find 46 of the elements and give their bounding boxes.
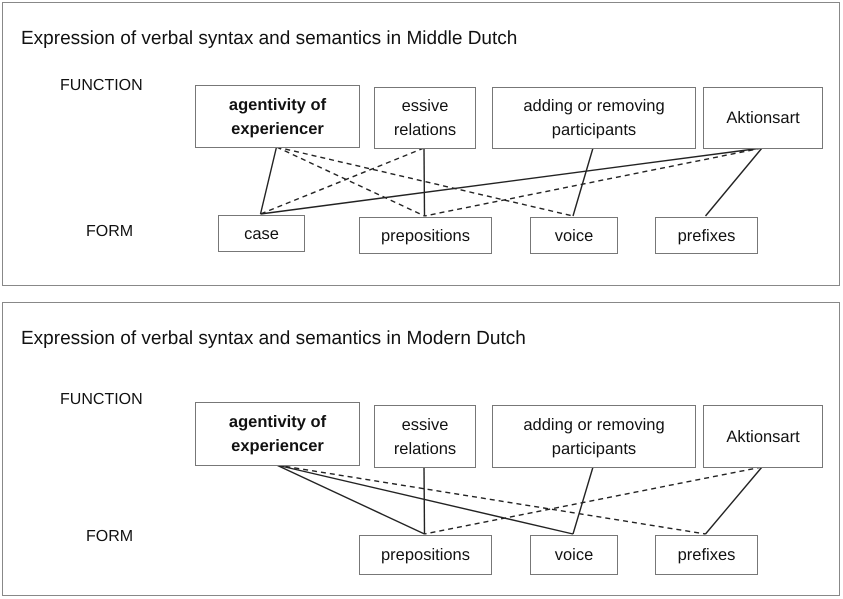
row-label: FUNCTION bbox=[60, 76, 143, 96]
concept-box bbox=[374, 87, 476, 149]
concept-box bbox=[703, 87, 823, 149]
box-text: essive relations bbox=[392, 414, 458, 460]
concept-box bbox=[655, 217, 758, 254]
concept-box bbox=[374, 405, 476, 468]
connector-line bbox=[423, 148, 426, 216]
panel-title: Expression of verbal syntax and semantics in Middle Dutch bbox=[21, 27, 518, 51]
box-text: prepositions bbox=[380, 545, 471, 566]
connector-line bbox=[572, 148, 594, 216]
box-text: voice bbox=[554, 545, 594, 566]
concept-box bbox=[492, 87, 696, 149]
row-label: FUNCTION bbox=[60, 390, 143, 410]
connector-line bbox=[260, 146, 278, 214]
connector-line bbox=[276, 464, 425, 535]
box-text: voice bbox=[554, 226, 594, 246]
connector-line bbox=[704, 148, 763, 216]
connector-line bbox=[704, 466, 763, 534]
box-text: adding or removing participants bbox=[522, 96, 666, 141]
concept-box bbox=[359, 217, 492, 254]
row-label: FORM bbox=[86, 527, 134, 547]
panel-frame bbox=[2, 2, 840, 286]
concept-box bbox=[530, 217, 618, 254]
panel-title: Expression of verbal syntax and semantics in Modern Dutch bbox=[21, 327, 526, 351]
concept-box bbox=[530, 535, 618, 575]
concept-box bbox=[703, 405, 823, 468]
connector-line bbox=[423, 467, 426, 534]
box-text: prepositions bbox=[380, 226, 471, 246]
box-text: Aktionsart bbox=[725, 108, 801, 129]
concept-box bbox=[195, 85, 360, 148]
panel-frame bbox=[2, 302, 840, 596]
concept-box bbox=[492, 405, 696, 468]
box-text: essive relations bbox=[392, 96, 458, 141]
row-label: FORM bbox=[86, 222, 134, 242]
concept-box bbox=[655, 535, 758, 575]
box-text: prefixes bbox=[676, 545, 736, 566]
box-text: agentivity of experiencer bbox=[228, 412, 328, 457]
concept-box bbox=[195, 402, 360, 466]
concept-box bbox=[359, 535, 492, 575]
box-text: adding or removing participants bbox=[522, 414, 666, 460]
concept-box bbox=[218, 215, 305, 252]
box-text: Aktionsart bbox=[725, 426, 801, 448]
box-text: case bbox=[243, 224, 280, 244]
connector-line bbox=[572, 466, 594, 534]
box-text: agentivity of experiencer bbox=[228, 94, 328, 140]
box-text: prefixes bbox=[676, 226, 736, 246]
